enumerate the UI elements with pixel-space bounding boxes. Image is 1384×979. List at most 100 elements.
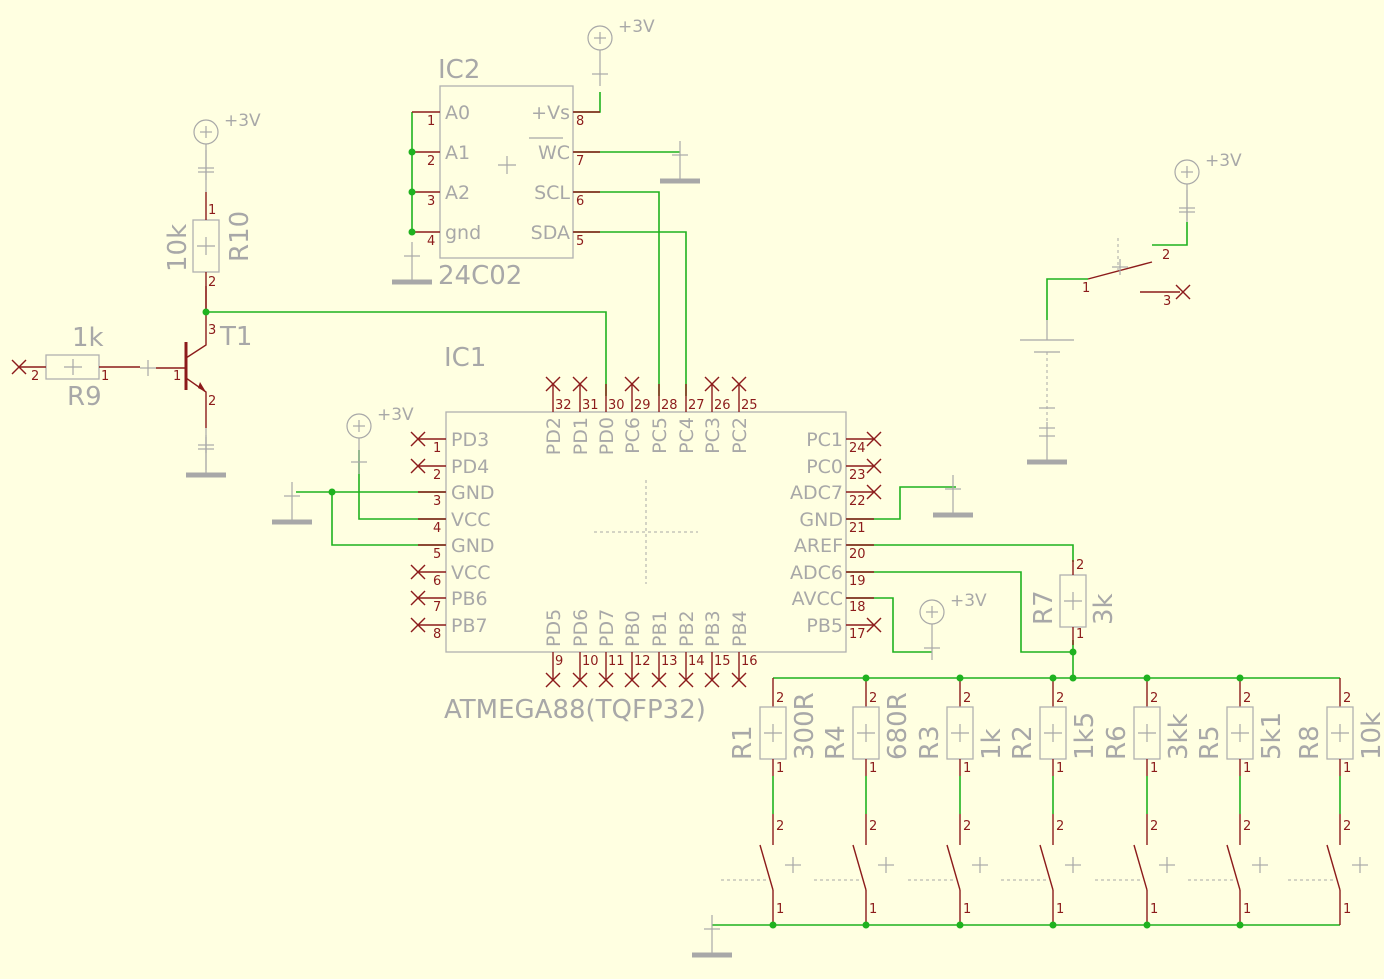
resistor-value: 680R (883, 692, 913, 760)
junction-dot (1236, 674, 1244, 682)
ic2-pin-label: SDA (531, 222, 570, 244)
ic1-pin-number: 8 (433, 627, 441, 642)
push-button-switch: 1 (1288, 844, 1368, 925)
pin-number: 2 (1056, 819, 1064, 834)
ic1-pin-label: ADC6 (790, 562, 843, 584)
no-connect-mark (866, 458, 882, 474)
pin-number: 1 (1243, 761, 1251, 776)
switch-pin-1: 1 (1082, 281, 1090, 296)
ic1-pin-number: 25 (741, 398, 758, 413)
resistor-value: 1k (977, 728, 1007, 760)
r7-resistor: R7 3k 2 1 (1029, 558, 1119, 645)
pin-number: 1 (1343, 902, 1351, 917)
ic1-pin-number: 3 (433, 494, 441, 509)
ic1-pin-label: PC5 (649, 417, 671, 454)
junction-dot (1236, 921, 1244, 929)
resistor-name: R4 (821, 725, 851, 760)
no-connect-mark (598, 672, 614, 688)
ground-t1-symbol (186, 435, 226, 478)
ic1-pin-number: 30 (608, 398, 625, 413)
no-connect-mark (704, 672, 720, 688)
ic1-pin-label: PB4 (729, 610, 751, 647)
junction-dot (328, 488, 336, 496)
ic1-pin-number: 16 (741, 654, 758, 669)
r7-pin-b: 2 (1076, 558, 1084, 573)
junction-dot (408, 188, 416, 196)
resistor-name: R3 (915, 725, 945, 760)
junction-dot (862, 674, 870, 682)
supply-label: +3V (377, 405, 414, 425)
no-connect-mark (731, 672, 747, 688)
r10-pin-b: 2 (208, 275, 216, 290)
supply-switch-symbol: +3V (1174, 151, 1242, 220)
ic2-pin-label: A1 (445, 142, 470, 164)
ic1-pin-number: 24 (849, 441, 866, 456)
ic2-pin-number: 5 (576, 234, 584, 249)
push-button-switch: 1 (1188, 844, 1268, 925)
pin-number: 1 (1343, 761, 1351, 776)
supply-label: +3V (618, 17, 655, 37)
r7-name: R7 (1029, 590, 1059, 625)
ic1-pin-number: 19 (849, 574, 866, 589)
no-connect-mark (624, 376, 640, 392)
ic2-pin-vs: 8+Vs (531, 102, 600, 129)
ic1-name: IC1 (444, 343, 486, 373)
pin-number: 1 (869, 902, 877, 917)
ic1-pin-label: PB6 (451, 588, 488, 610)
supply-r10-symbol: +3V (193, 111, 261, 180)
ic1-pin-label: PC0 (806, 456, 843, 478)
pin-number: 2 (1243, 819, 1251, 834)
r7-value: 3k (1089, 593, 1119, 625)
ic1-pin-label: PB3 (702, 610, 724, 647)
supply-ic1-vcc-symbol: +3V (346, 405, 414, 474)
ground-wc-symbol (660, 141, 700, 184)
junction-dot (1069, 648, 1077, 656)
resistor-value: 3kk (1164, 713, 1194, 760)
ic1-pin-label: PD4 (451, 456, 489, 478)
r10-name: R10 (225, 211, 255, 262)
ic1-pin-23: 23 PC0 (806, 456, 882, 483)
junction-dot (1143, 674, 1151, 682)
pin-number: 2 (776, 819, 784, 834)
junction-dot (769, 921, 777, 929)
r10-pin-a: 1 (208, 203, 216, 218)
ic1-pin-number: 14 (688, 654, 705, 669)
pin-number: 2 (963, 819, 971, 834)
pin-number: 2 (869, 819, 877, 834)
resistor-name: R1 (728, 725, 758, 760)
pin-number: 1 (1150, 902, 1158, 917)
ic1-pin-number: 20 (849, 547, 866, 562)
ic1-pin-label: PC4 (676, 417, 698, 454)
ic1-pin-number: 5 (433, 547, 441, 562)
push-button-switch: 1 (1095, 844, 1175, 925)
ic1-pin-label: PD0 (596, 417, 618, 455)
resistor-value: 1k5 (1070, 712, 1100, 760)
ic1-pin-number: 7 (433, 600, 441, 615)
t1-pin-c: 3 (208, 323, 216, 338)
pin-number: 2 (776, 691, 784, 706)
ic2-pin-label: WC (538, 142, 570, 164)
resistor-value: 10k (1357, 712, 1384, 760)
supply-label: +3V (950, 591, 987, 611)
no-connect-mark (678, 672, 694, 688)
junction-dot (1143, 921, 1151, 929)
junction-dot (956, 674, 964, 682)
ground-battery-symbol (1027, 422, 1067, 465)
r7-pin-a: 1 (1076, 627, 1084, 642)
ic1-pin-label: PD3 (451, 429, 489, 451)
ic1-pin-number: 23 (849, 468, 866, 483)
ic1-pin-number: 6 (433, 574, 441, 589)
ic2-pin-number: 6 (576, 194, 584, 209)
